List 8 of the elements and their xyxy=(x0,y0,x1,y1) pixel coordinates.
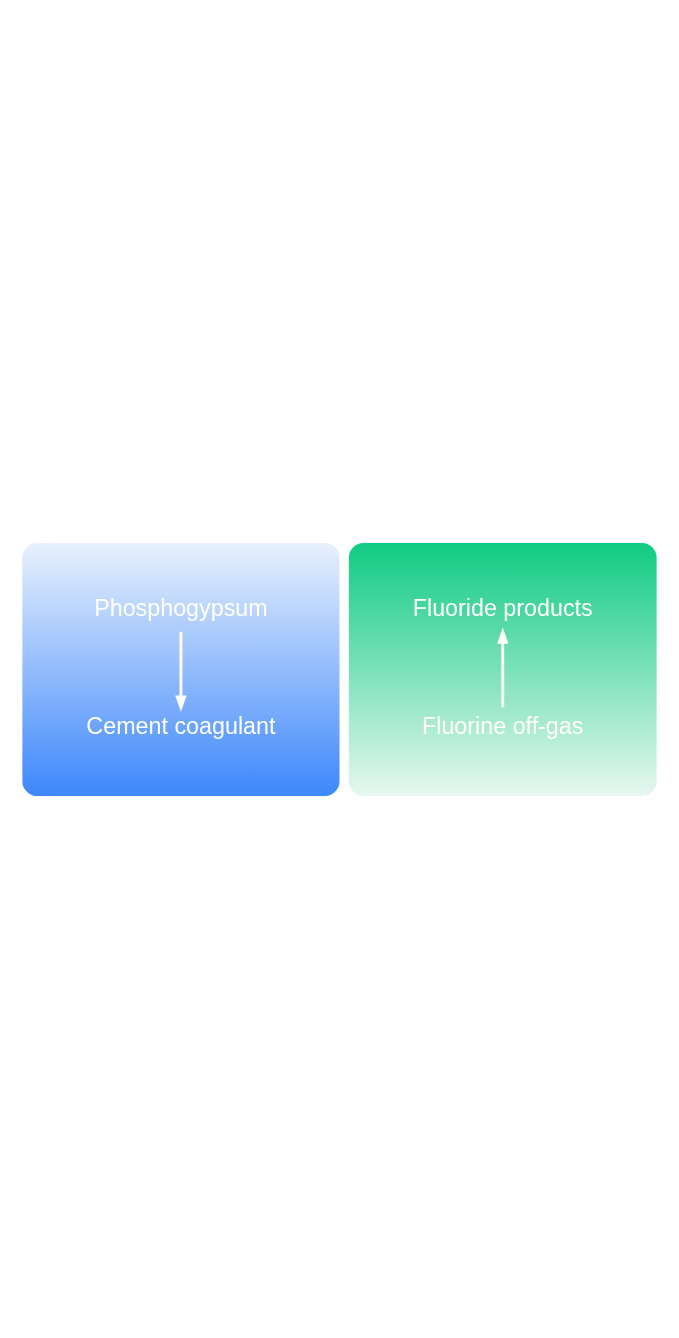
cluster xyxy=(348,542,657,796)
arrow xyxy=(497,627,509,707)
node-text: Fluoride products xyxy=(412,594,593,621)
arrow xyxy=(175,631,187,712)
node-text: Fluorine off-gas xyxy=(422,712,584,739)
cluster xyxy=(22,542,340,796)
node-text: Phosphogypsum xyxy=(94,594,268,621)
node-text: Cement coagulant xyxy=(86,712,276,739)
